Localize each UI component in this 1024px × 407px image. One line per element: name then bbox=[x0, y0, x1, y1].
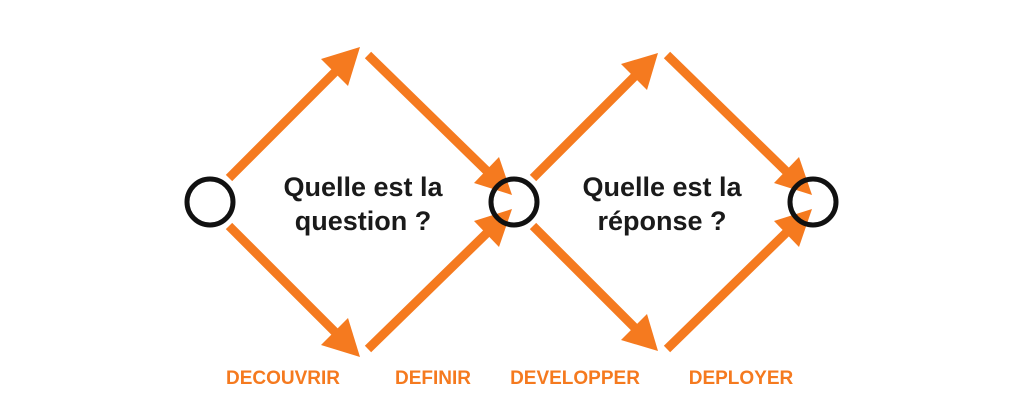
phase-label-decouvrir: DECOUVRIR bbox=[226, 368, 340, 389]
arrow-head-diamond1-up bbox=[321, 47, 360, 86]
diamond-2-question: Quelle est la réponse ? bbox=[582, 172, 742, 236]
arrow-head-diamond2-converge-bottom bbox=[774, 209, 812, 247]
arrow-shafts bbox=[225, 51, 794, 353]
arrow-shaft-diamond2-down bbox=[529, 222, 642, 335]
start-node-circle bbox=[184, 176, 236, 228]
arrow-heads bbox=[321, 47, 812, 357]
phase-labels: DECOUVRIR DEFINIR DEVELOPPER DEPLOYER bbox=[226, 368, 794, 389]
diamond-2-question-line2: réponse ? bbox=[597, 206, 726, 236]
arrow-head-diamond1-converge-top bbox=[474, 157, 512, 195]
arrow-head-diamond2-up bbox=[621, 53, 658, 90]
end-node-circle bbox=[787, 176, 839, 228]
phase-label-deployer: DEPLOYER bbox=[689, 368, 794, 389]
arrow-head-diamond1-down bbox=[321, 318, 360, 357]
arrow-head-diamond1-converge-bottom bbox=[474, 209, 512, 247]
arrow-shaft-diamond2-converge-bottom bbox=[663, 225, 794, 353]
diamond-2-question-line1: Quelle est la bbox=[582, 172, 742, 202]
phase-label-developper: DEVELOPPER bbox=[510, 368, 640, 389]
diamond-1-question-line1: Quelle est la bbox=[283, 172, 443, 202]
arrow-shaft-diamond1-converge-top bbox=[364, 51, 495, 179]
arrow-head-diamond2-down bbox=[621, 314, 658, 351]
nodes bbox=[184, 176, 839, 228]
diamond-1-question-line2: question ? bbox=[295, 206, 432, 236]
arrow-shaft-diamond2-up bbox=[529, 69, 642, 182]
arrow-shaft-diamond2-converge-top bbox=[663, 51, 794, 179]
phase-label-definir: DEFINIR bbox=[395, 368, 471, 389]
arrow-shaft-diamond1-down bbox=[225, 222, 341, 338]
arrow-shaft-diamond1-converge-bottom bbox=[364, 225, 495, 353]
arrow-shaft-diamond1-up bbox=[225, 66, 341, 182]
diamond-1-question: Quelle est la question ? bbox=[283, 172, 443, 236]
arrow-head-diamond2-converge-top bbox=[774, 157, 812, 195]
middle-node-circle bbox=[488, 176, 540, 228]
